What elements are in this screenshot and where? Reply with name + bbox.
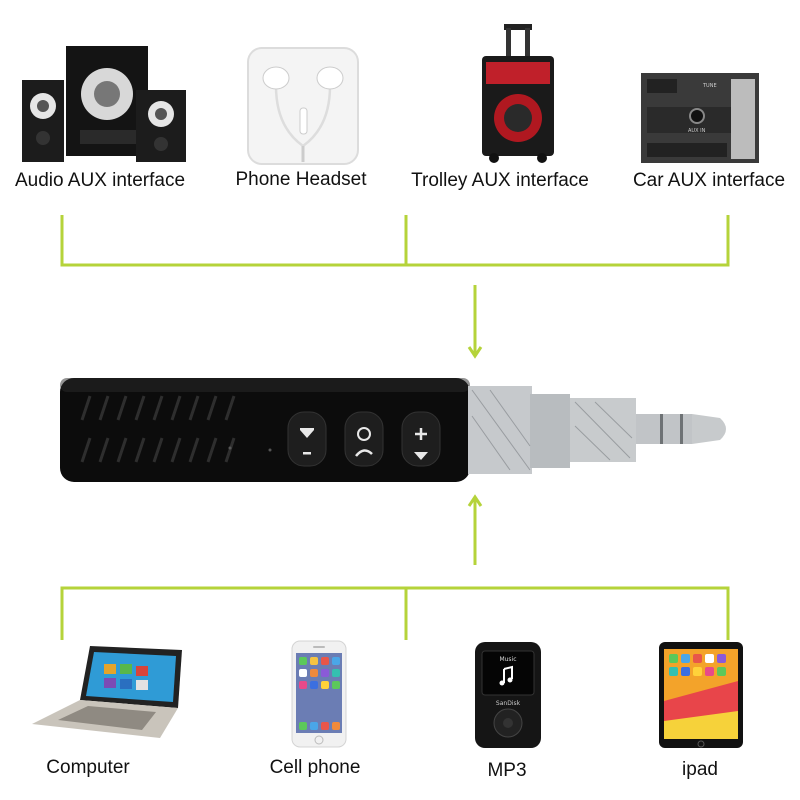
car-aux-port-icon: TUNE AUX IN xyxy=(641,73,759,163)
earphones-icon xyxy=(247,47,359,165)
tablet-icon xyxy=(659,642,743,748)
bluetooth-aux-receiver-icon xyxy=(60,378,726,482)
control-buttons xyxy=(287,411,441,467)
speaker-system-icon xyxy=(22,46,186,162)
mp3-music-text: Music xyxy=(499,656,516,663)
label-mp3: MP3 xyxy=(487,760,527,781)
label-audio-aux: Audio AUX interface xyxy=(14,170,186,191)
bottom-bracket-line xyxy=(60,586,730,640)
label-computer: Computer xyxy=(46,757,130,778)
label-trolley-aux: Trolley AUX interface xyxy=(411,170,589,191)
label-phone-headset: Phone Headset xyxy=(235,169,367,190)
top-bracket-line xyxy=(60,215,730,267)
smartphone-icon xyxy=(291,640,347,748)
up-arrow xyxy=(467,494,483,565)
label-cell-phone: Cell phone xyxy=(269,757,361,778)
mp3-player-icon: Music SanDisk xyxy=(475,642,541,748)
car-aux-text: AUX IN xyxy=(688,128,706,134)
label-ipad: ipad xyxy=(682,759,718,780)
trolley-speaker-icon xyxy=(482,24,554,163)
laptop-icon xyxy=(32,646,182,738)
down-arrow xyxy=(467,285,483,359)
car-tune-text: TUNE xyxy=(702,83,717,89)
mp3-brand-text: SanDisk xyxy=(496,700,521,707)
label-car-aux: Car AUX interface xyxy=(632,170,786,191)
